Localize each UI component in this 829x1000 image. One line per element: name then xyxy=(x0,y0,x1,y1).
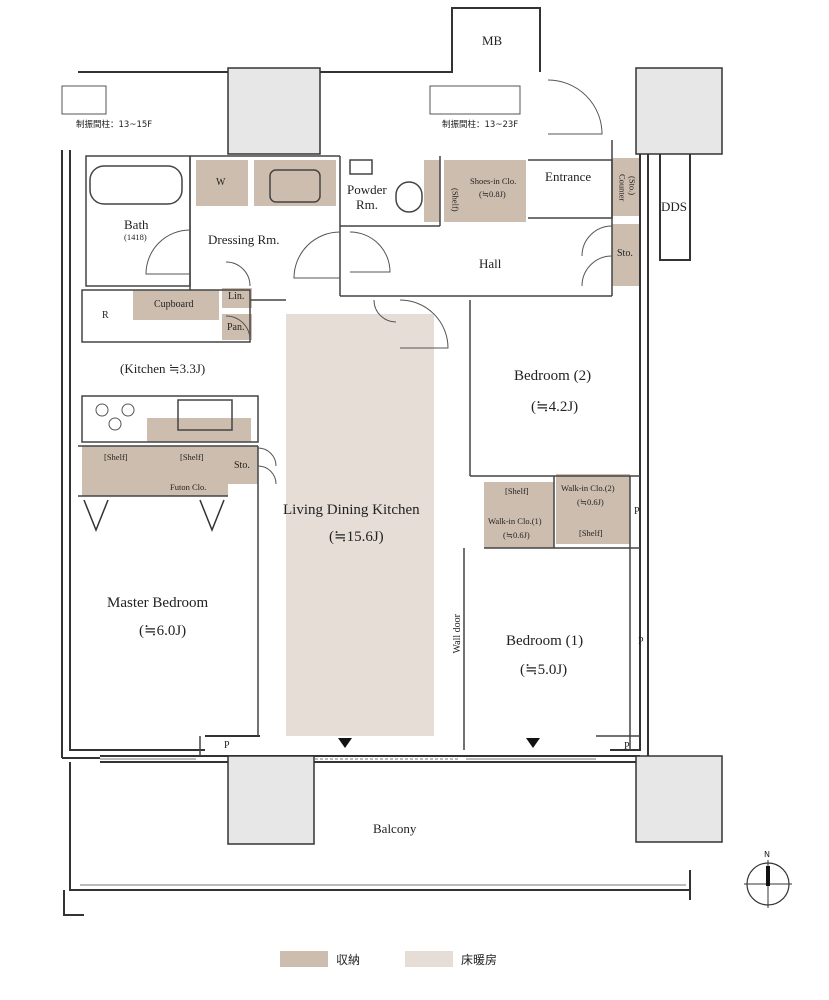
bath-label: Bath xyxy=(124,217,149,232)
master-bedroom-label-1: Master Bedroom xyxy=(107,595,209,611)
dds-label: DDS xyxy=(661,199,688,214)
stove-burners-icon xyxy=(95,403,135,431)
counter-sto-label: (Sto.) xyxy=(627,176,638,196)
shelf-left-label: [Shelf] xyxy=(104,452,128,462)
window-arrow-icons xyxy=(338,738,540,748)
closet-markers xyxy=(83,499,225,533)
storage-areas xyxy=(82,158,640,548)
shelf-vertical-label: (Shelf) xyxy=(450,188,461,212)
counter-label: Counter xyxy=(617,174,628,202)
powder-room-label-2: Rm. xyxy=(356,197,379,212)
walls xyxy=(61,7,691,916)
shoes-closet-label-2: (≒0.8J) xyxy=(479,189,506,199)
mb-label: MB xyxy=(482,33,503,48)
futon-closet-label: Futon Clo. xyxy=(170,482,207,492)
compass-north-label: N xyxy=(764,850,770,859)
legend-floor-heating: 床暖房 xyxy=(405,950,497,968)
ldk-label-1: Living Dining Kitchen xyxy=(283,502,420,518)
wall-door-label: Wall door xyxy=(452,614,463,654)
pipe-space-bottom-left-label: P xyxy=(224,740,230,751)
balcony-label: Balcony xyxy=(373,821,417,836)
bedroom-1-label-1: Bedroom (1) xyxy=(506,633,584,649)
structural-columns xyxy=(227,67,723,845)
cupboard-label: Cupboard xyxy=(154,299,194,310)
hall-label: Hall xyxy=(479,256,502,271)
bedroom-1-label-2: (≒5.0J) xyxy=(520,662,568,678)
wic2-label-2: (≒0.6J) xyxy=(577,497,604,507)
ldk-label-2: (≒15.6J) xyxy=(329,529,384,545)
legend-storage-label: 収納 xyxy=(336,952,361,967)
window-lines xyxy=(80,758,686,886)
storage-right-label: Sto. xyxy=(617,248,633,259)
kitchen-label: (Kitchen ≒3.3J) xyxy=(120,361,206,376)
wic2-label-1: Walk-in Clo.(2) xyxy=(561,483,615,493)
wic2-shelf-label: [Shelf] xyxy=(579,528,603,538)
shoes-closet-label-1: Shoes-in Clo. xyxy=(470,176,517,186)
storage-left-label: Sto. xyxy=(234,460,250,471)
damper-note-right: 制振間柱：13~23F xyxy=(442,120,519,130)
washer-label: W xyxy=(216,177,226,188)
legend-storage-swatch xyxy=(280,951,328,967)
damper-boxes xyxy=(61,85,521,115)
bedroom-2-label-1: Bedroom (2) xyxy=(514,368,592,384)
entrance-label: Entrance xyxy=(545,169,592,184)
master-bedroom-label-2: (≒6.0J) xyxy=(139,623,187,639)
pipe-space-mid-label: P xyxy=(634,506,640,517)
legend-floor-heating-swatch xyxy=(405,951,453,967)
partitions xyxy=(78,140,640,756)
compass-icon xyxy=(744,860,792,908)
dressing-room-label: Dressing Rm. xyxy=(208,232,280,247)
floor-heating-area xyxy=(286,314,434,736)
legend-floor-heating-label: 床暖房 xyxy=(461,952,498,967)
damper-note-left: 制振間柱：13~15F xyxy=(76,120,153,130)
pantry-label: Pan. xyxy=(227,322,245,333)
linen-label: Lin. xyxy=(228,291,245,302)
legend-storage: 収納 xyxy=(280,950,360,968)
wic1-shelf-label: [Shelf] xyxy=(505,486,529,496)
bath-size-label: (1418) xyxy=(124,232,147,242)
door-swings xyxy=(145,79,613,485)
bedroom-2-label-2: (≒4.2J) xyxy=(531,399,579,415)
pipe-space-bottom-right-label: P xyxy=(624,741,630,752)
powder-room-label-1: Powder xyxy=(347,182,387,197)
wic1-label-2: (≒0.6J) xyxy=(503,530,530,540)
wic1-label-1: Walk-in Clo.(1) xyxy=(488,516,542,526)
refrigerator-label: R xyxy=(102,310,109,321)
pipe-space-right-label: P xyxy=(638,636,644,647)
shelf-middle-label: [Shelf] xyxy=(180,452,204,462)
